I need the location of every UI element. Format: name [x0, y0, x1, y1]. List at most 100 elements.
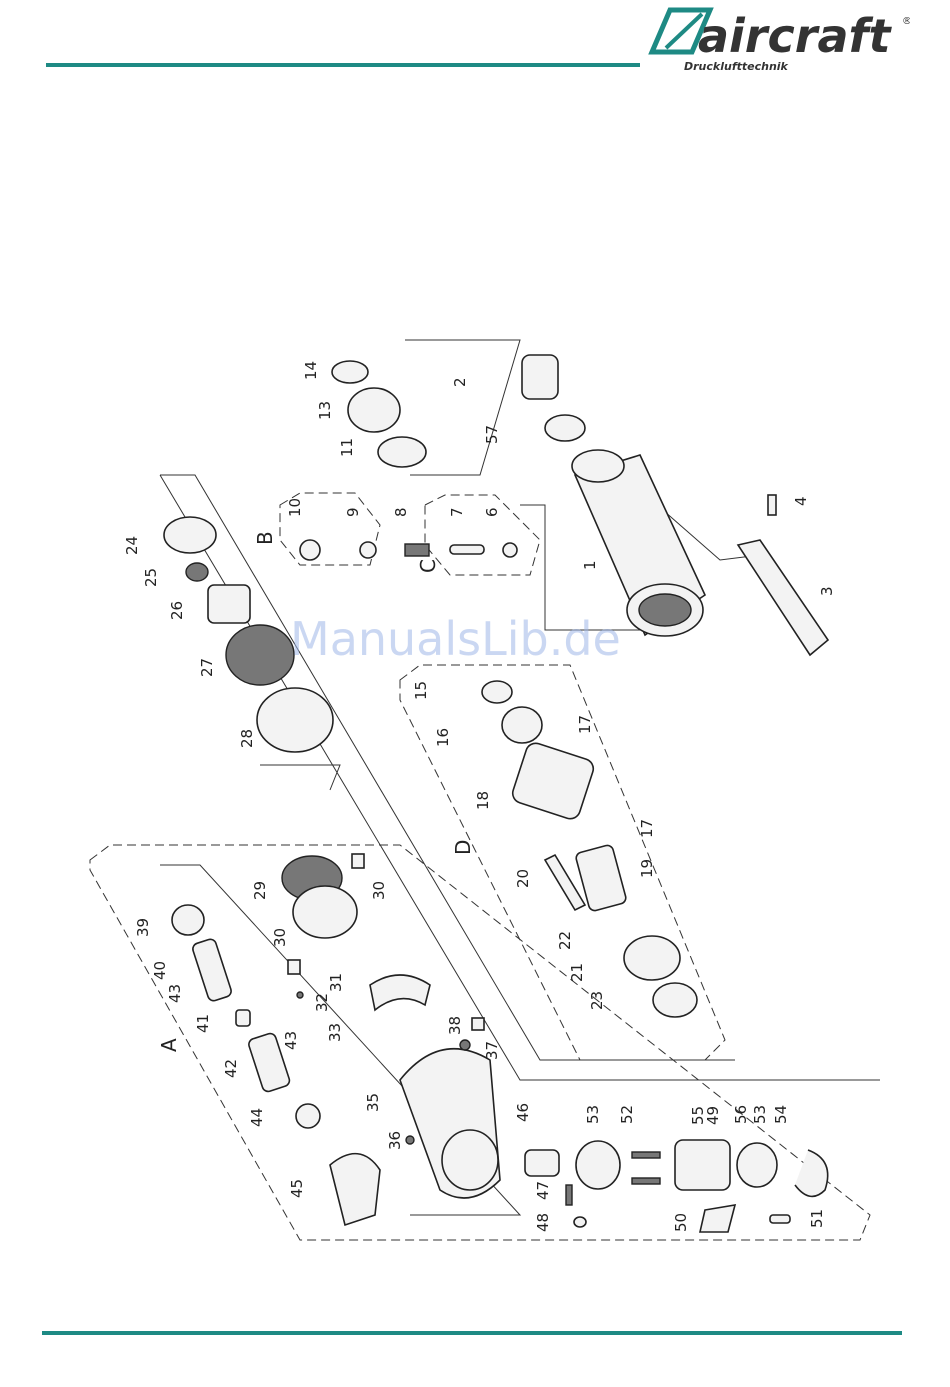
- part-label: 57: [483, 425, 501, 444]
- part-label: 25: [142, 568, 160, 587]
- part-clip-33: [370, 975, 430, 1010]
- part-label: 3: [818, 586, 836, 596]
- part-label: 42: [222, 1059, 240, 1078]
- part-label: 10: [286, 498, 304, 517]
- part-plate-26: [208, 585, 250, 623]
- part-label: 53: [751, 1105, 769, 1124]
- part-bushing-41: [236, 1010, 250, 1026]
- part-label: 14: [302, 361, 320, 380]
- part-ratchet-head-35: [442, 1130, 498, 1190]
- part-housing-28: [257, 688, 333, 752]
- part-label: 22: [556, 931, 574, 950]
- part-spring-47: [566, 1185, 572, 1205]
- part-label: 24: [123, 536, 141, 555]
- part-valve-10: [300, 540, 320, 560]
- group-label-d: D: [451, 840, 475, 855]
- part-label: 17: [638, 819, 656, 838]
- part-label: 11: [338, 438, 356, 457]
- part-label: 54: [772, 1105, 790, 1124]
- part-plate-16: [502, 707, 542, 743]
- part-pin-4: [768, 495, 776, 515]
- part-label: 36: [386, 1131, 404, 1150]
- part-label: 46: [514, 1103, 532, 1122]
- part-label: 28: [238, 729, 256, 748]
- part-label: 27: [198, 658, 216, 677]
- brand-registered: ®: [902, 16, 910, 27]
- part-seat-6: [503, 543, 517, 557]
- part-label: 20: [514, 869, 532, 888]
- part-shaft-40: [191, 938, 232, 1002]
- part-label: 21: [568, 963, 586, 982]
- part-screw-38: [472, 1018, 484, 1030]
- part-label: 2: [451, 377, 469, 387]
- part-ring-11: [378, 437, 426, 467]
- group-label-b: B: [253, 531, 277, 545]
- part-label: 7: [448, 507, 466, 517]
- part-washer-53b: [737, 1143, 777, 1187]
- part-nut-27: [226, 625, 294, 685]
- part-ball-48: [574, 1217, 586, 1227]
- part-washer-53a: [576, 1141, 620, 1189]
- part-plate-21: [624, 936, 680, 980]
- part-label: 26: [168, 601, 186, 620]
- part-label: 4: [792, 496, 810, 506]
- part-ring-57: [545, 415, 585, 441]
- brand-tagline: Drucklufttechnik: [684, 60, 789, 73]
- part-label: 23: [588, 991, 606, 1010]
- part-label: 55: [689, 1106, 707, 1125]
- part-screw-30b: [288, 960, 300, 974]
- part-label: 18: [474, 791, 492, 810]
- part-ball-36: [406, 1136, 414, 1144]
- part-label: 16: [434, 728, 452, 747]
- part-ball-32: [297, 992, 303, 998]
- part-label: 37: [483, 1041, 501, 1060]
- group-label-a: A: [157, 1038, 181, 1052]
- part-cap-13: [348, 388, 400, 432]
- part-label: 15: [412, 681, 430, 700]
- part-label: 17: [576, 715, 594, 734]
- part-label: 8: [392, 507, 410, 517]
- part-label: 44: [248, 1108, 266, 1127]
- part-label: 45: [288, 1179, 306, 1198]
- part-label: 31: [327, 973, 345, 992]
- part-label: 53: [584, 1105, 602, 1124]
- part-label: 43: [282, 1031, 300, 1050]
- part-spring-52: [632, 1152, 660, 1158]
- part-label: 47: [534, 1181, 552, 1200]
- part-housing-1: [572, 450, 705, 636]
- part-label: 52: [618, 1105, 636, 1124]
- part-label: 1: [581, 560, 599, 570]
- part-pawl-50: [700, 1205, 735, 1232]
- part-label: 48: [534, 1213, 552, 1232]
- part-seal-9: [360, 542, 376, 558]
- watermark: ManualsLib.de: [290, 612, 621, 666]
- part-nut-25: [186, 563, 208, 581]
- group-label-c: C: [416, 559, 440, 573]
- part-spring-37: [460, 1040, 470, 1050]
- part-label: 30: [271, 928, 289, 947]
- part-bearing-15: [482, 681, 512, 703]
- footer-rule: [42, 1331, 902, 1335]
- exploded-parts-diagram: A B C D 1 2 3 4 6 7 8 9 10 11 13 14 15 1…: [0, 330, 950, 1260]
- part-label: 43: [166, 984, 184, 1003]
- part-ring-14: [332, 361, 368, 383]
- part-label: 50: [672, 1213, 690, 1232]
- part-anvil-55: [675, 1140, 730, 1190]
- part-washer-24: [164, 517, 216, 553]
- part-label: 39: [134, 918, 152, 937]
- part-spring-49: [632, 1178, 660, 1184]
- part-label: 56: [732, 1105, 750, 1124]
- part-pin-51: [770, 1215, 790, 1223]
- part-label: 38: [446, 1016, 464, 1035]
- part-label: 40: [151, 961, 169, 980]
- part-label: 13: [316, 401, 334, 420]
- part-nut-44: [296, 1104, 320, 1128]
- part-label: 6: [483, 507, 501, 517]
- part-lever-3: [738, 540, 828, 655]
- part-label: 41: [194, 1014, 212, 1033]
- part-label: 19: [638, 859, 656, 878]
- brand-logo: aircraft ® Drucklufttechnik: [640, 4, 910, 76]
- part-label: 9: [344, 507, 362, 517]
- part-inlet-2: [522, 355, 558, 399]
- part-head-29: [293, 886, 357, 938]
